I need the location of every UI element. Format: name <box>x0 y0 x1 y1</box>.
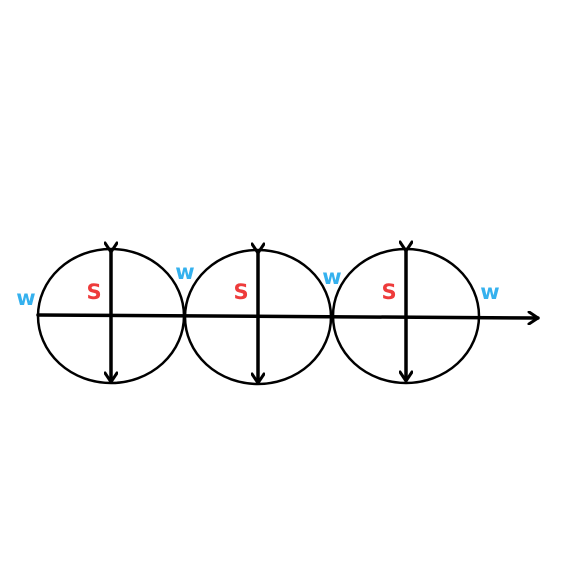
w-label-4: w <box>480 280 499 304</box>
s-label-3: S <box>381 280 396 304</box>
s-label-2: S <box>233 280 248 304</box>
w-label-2: w <box>175 260 194 284</box>
w-label-3: w <box>322 265 341 289</box>
w-label-1: w <box>16 286 35 310</box>
horizontal-axis-arrow <box>36 315 540 318</box>
s-label-1: S <box>86 280 101 304</box>
